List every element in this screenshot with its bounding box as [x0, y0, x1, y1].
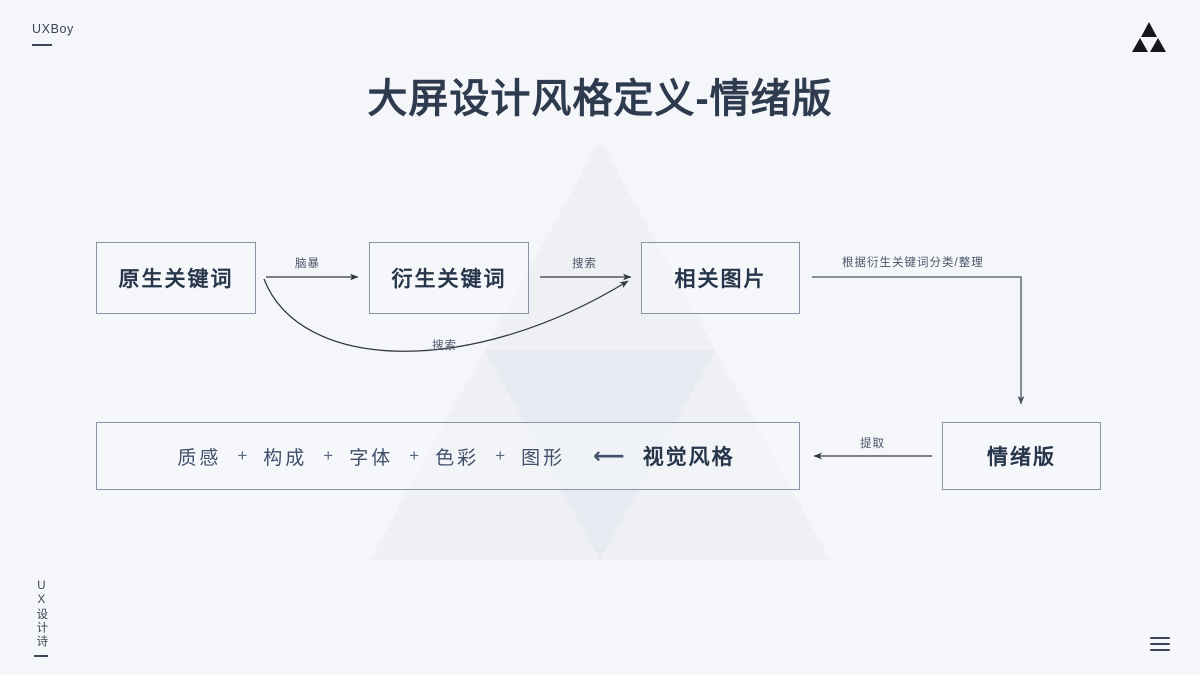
style-plus-3: + — [409, 446, 420, 465]
menu-bar-2 — [1150, 643, 1170, 645]
edge-label-search-curve: 搜索 — [432, 340, 457, 352]
node-mood-board[interactable]: 情绪版 — [942, 422, 1101, 490]
style-plus-4: + — [495, 446, 506, 465]
triangle-logo-icon — [1132, 22, 1166, 52]
brand-rule-bottom — [34, 655, 49, 657]
style-plus-1: + — [237, 446, 248, 465]
hamburger-menu-icon[interactable] — [1150, 637, 1170, 651]
style-term-typeface: 字体 — [349, 447, 394, 469]
style-plus-2: + — [323, 446, 334, 465]
brand-name: UXBoy — [32, 22, 74, 36]
node-label: 情绪版 — [987, 446, 1056, 469]
node-related-images[interactable]: 相关图片 — [641, 242, 800, 314]
node-visual-style-formula[interactable]: 质感 + 构成 + 字体 + 色彩 + 图形 ⟵ 视觉风格 — [96, 422, 800, 490]
node-label: 原生关键词 — [118, 268, 234, 291]
node-derived-keyword[interactable]: 衍生关键词 — [369, 242, 529, 314]
style-result-visual-style: 视觉风格 — [642, 446, 735, 469]
style-term-shape: 图形 — [521, 447, 566, 469]
style-term-composition: 构成 — [263, 447, 308, 469]
brand-vertical-text: UX设计诗 — [35, 579, 48, 649]
edge-label-extract: 提取 — [860, 438, 885, 450]
brand-bottom-left: UX设计诗 — [34, 579, 49, 657]
edge-label-brainstorm: 脑暴 — [295, 258, 320, 270]
menu-bar-1 — [1150, 637, 1170, 639]
style-term-texture: 质感 — [177, 447, 222, 469]
brand-rule — [32, 44, 52, 46]
style-term-color: 色彩 — [435, 447, 480, 469]
page-title: 大屏设计风格定义-情绪版 — [367, 77, 833, 121]
node-source-keyword[interactable]: 原生关键词 — [96, 242, 256, 314]
menu-bar-3 — [1150, 649, 1170, 651]
left-arrow-icon: ⟵ — [593, 443, 625, 468]
node-label: 衍生关键词 — [391, 268, 507, 291]
edge-label-search-straight: 搜索 — [572, 258, 597, 270]
style-formula-row: 质感 + 构成 + 字体 + 色彩 + 图形 ⟵ 视觉风格 — [161, 441, 734, 471]
node-label: 相关图片 — [674, 268, 767, 291]
brand-top-left: UXBoy — [32, 22, 74, 46]
edge-label-classify: 根据衍生关键词分类/整理 — [842, 257, 984, 269]
